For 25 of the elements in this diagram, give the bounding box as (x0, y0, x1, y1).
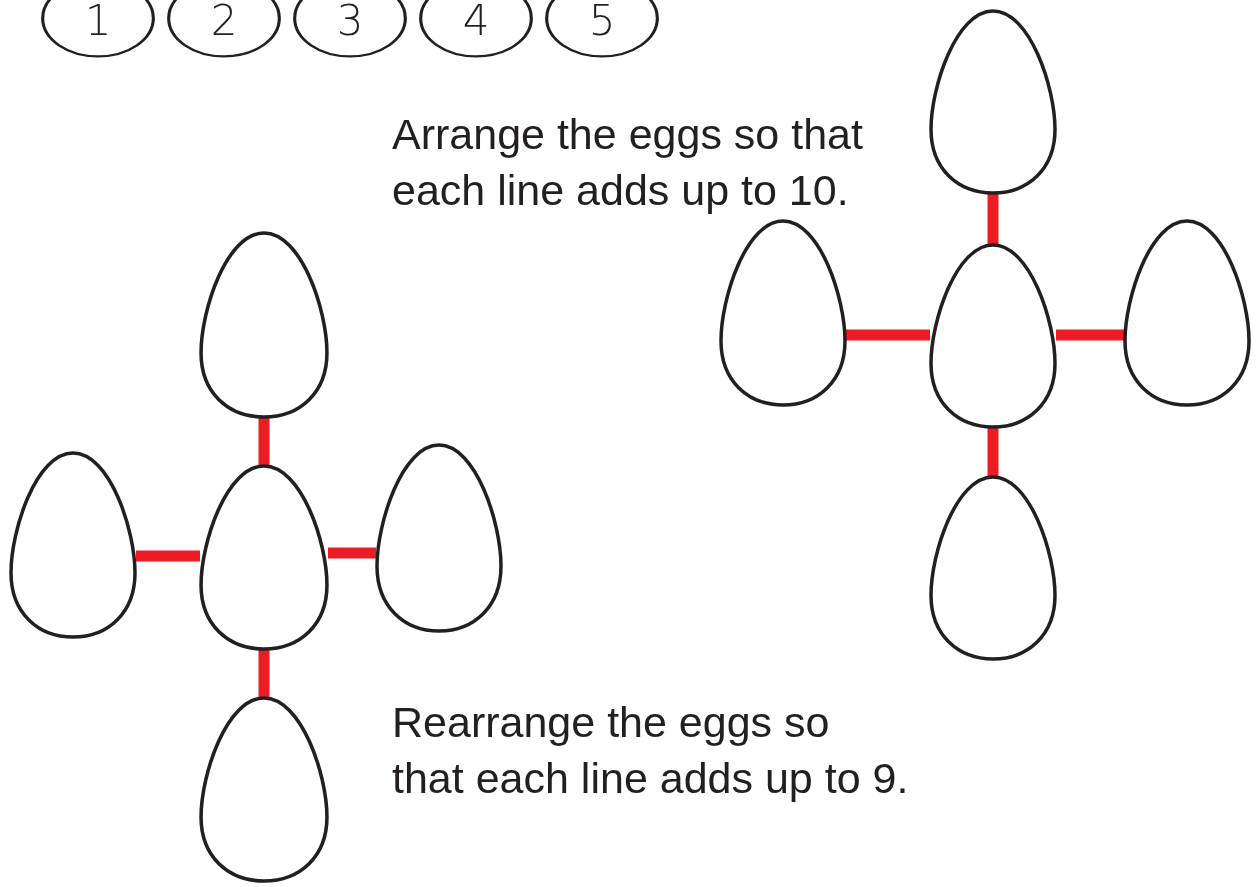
connector-bar (1056, 329, 1124, 341)
connector-bar (987, 194, 999, 244)
egg-shape (928, 242, 1058, 430)
connector-bar (258, 650, 270, 697)
egg-shape (718, 218, 848, 408)
egg-shape (1122, 218, 1252, 408)
connector-bar (328, 547, 376, 559)
egg-shape (374, 442, 504, 634)
connector-bar (136, 550, 200, 562)
egg-shape (8, 450, 138, 640)
connector-bar (987, 428, 999, 476)
instruction-text: Rearrange the eggs so that each line adds up to 9. (392, 697, 910, 804)
egg-shape (198, 695, 330, 884)
egg-shape (928, 474, 1058, 662)
number-text: 2 (210, 0, 238, 42)
egg-shape (198, 463, 330, 652)
connector-bar (846, 329, 930, 341)
connector-bar (258, 418, 270, 465)
egg-shape (198, 230, 330, 420)
number-text: 4 (462, 0, 490, 42)
number-text: 1 (84, 0, 112, 42)
instruction-text: Arrange the eggs so that each line adds up to 10. (392, 109, 864, 216)
number-text: 5 (588, 0, 616, 42)
egg-shape (928, 8, 1058, 196)
number-text: 3 (336, 0, 364, 42)
